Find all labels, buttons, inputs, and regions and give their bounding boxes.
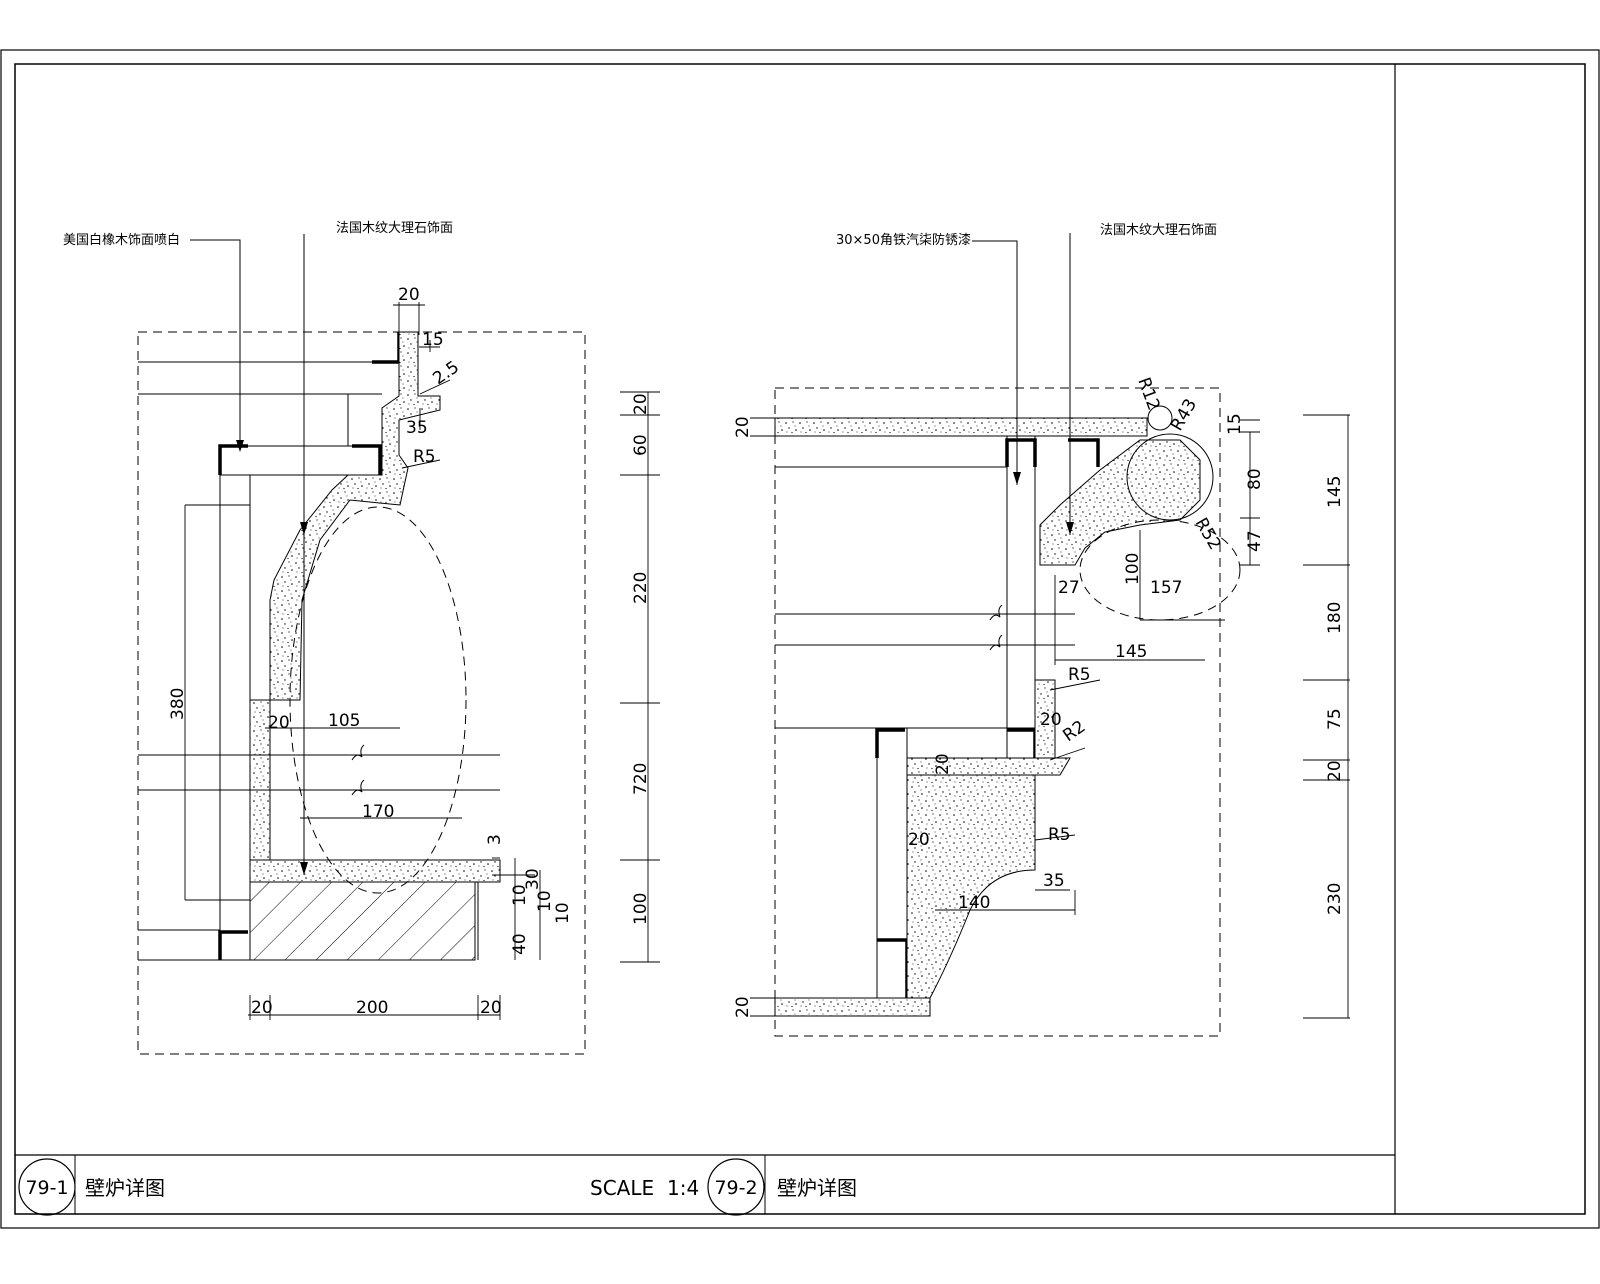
note-steel-right: 30×50角铁汽柒防锈漆 <box>836 232 971 248</box>
dim-b200-left: 200 <box>356 998 388 1018</box>
detail-79-1: 美国白橡木饰面喷白 法国木纹大理石饰面 <box>63 221 660 1055</box>
title-block: 79-1 壁炉详图 SCALE 1:4 79-2 壁炉详图 <box>18 1158 857 1216</box>
scroll-outline-right <box>1079 519 1241 621</box>
dim-35-right: 35 <box>1043 871 1065 891</box>
dim-v230-right: 230 <box>1325 883 1345 915</box>
dim-15-right: 15 <box>1225 413 1245 435</box>
note-marble-right: 法国木纹大理石饰面 <box>1100 223 1217 238</box>
break-lines-left <box>138 744 500 796</box>
dim-v145-right: 145 <box>1325 476 1345 508</box>
dim-b20b-left: 20 <box>480 998 502 1018</box>
marble-bottom-slab-right <box>774 997 931 1017</box>
dim-170-left: 170 <box>362 802 394 822</box>
note-marble-left: 法国木纹大理石饰面 <box>336 221 453 236</box>
dim-35-left: 35 <box>406 418 428 438</box>
dim-20-top-left: 20 <box>398 285 420 305</box>
dimension-lines-right <box>750 414 1350 1019</box>
detail-79-2: 30×50角铁汽柒防锈漆 法国木纹大理石饰面 <box>733 223 1350 1037</box>
dim-20b-right: 20 <box>1040 710 1062 730</box>
detail-title-left: 壁炉详图 <box>85 1176 165 1200</box>
dim-v180-right: 180 <box>1325 602 1345 634</box>
dim-v720-left: 720 <box>631 763 651 795</box>
dim-40-left: 40 <box>510 933 530 955</box>
break-lines-right <box>989 604 1003 651</box>
dim-157-right: 157 <box>1150 578 1182 598</box>
dim-140-right: 140 <box>958 893 990 913</box>
leader-arrows-right <box>1013 472 1074 535</box>
dim-2-5-left: 2.5 <box>429 357 463 389</box>
dim-3-left: 3 <box>485 834 505 845</box>
dim-80-right: 80 <box>1245 468 1265 490</box>
marble-bracket-right <box>906 774 1036 999</box>
leader-lines-right <box>972 233 1071 535</box>
dim-r5b-right: R5 <box>1048 825 1071 845</box>
dim-47-right: 47 <box>1245 530 1265 552</box>
dim-r43-right: R43 <box>1167 396 1201 435</box>
dim-105-left: 105 <box>328 711 360 731</box>
scale-label: SCALE <box>590 1176 654 1200</box>
dim-bot20-right: 20 <box>733 996 753 1018</box>
dim-v220-left: 220 <box>631 572 651 604</box>
dim-20a-left: 20 <box>268 713 290 733</box>
dim-15-left: 15 <box>422 330 444 350</box>
dimension-lines-left <box>184 302 660 1020</box>
dim-r12-right: R12 <box>1133 375 1163 413</box>
sheet-frame <box>0 49 1600 1229</box>
detail-bubble-left <box>18 1158 76 1216</box>
detail-title-right: 壁炉详图 <box>777 1176 857 1200</box>
hatched-base-left <box>249 881 476 961</box>
dim-v60-left: 60 <box>631 434 651 456</box>
dim-v20-right: 20 <box>1325 760 1345 782</box>
dim-r5a-right: R5 <box>1068 665 1091 685</box>
marble-hearth-left <box>249 859 501 883</box>
dim-10c-left: 10 <box>553 902 573 924</box>
detail-number-right: 79-2 <box>714 1177 757 1199</box>
dim-20d-right: 20 <box>908 830 930 850</box>
dim-20c-right: 20 <box>933 753 953 775</box>
dim-10b-left: 10 <box>535 890 555 912</box>
marble-corbel-right <box>1039 439 1201 566</box>
marble-mantel-left <box>269 331 441 701</box>
marble-jamb-left <box>249 699 271 861</box>
dim-b20a-left: 20 <box>251 998 273 1018</box>
dim-100-right: 100 <box>1123 553 1143 585</box>
dim-27-right: 27 <box>1058 578 1080 598</box>
note-wood-left: 美国白橡木饰面喷白 <box>63 232 180 248</box>
marble-top-slab-right <box>774 417 1148 437</box>
dim-380-left: 380 <box>168 688 188 720</box>
dim-v75-right: 75 <box>1325 708 1345 730</box>
detail-bubble-right <box>707 1158 765 1216</box>
marble-shelf-right <box>906 757 1071 776</box>
dim-145-right: 145 <box>1115 642 1147 662</box>
dim-10a-left: 10 <box>510 884 530 906</box>
dim-v100-left: 100 <box>631 893 651 925</box>
dim-r2-right: R2 <box>1059 717 1089 746</box>
leader-arrows-left <box>236 440 308 875</box>
dim-v20-left: 20 <box>631 393 651 415</box>
dim-top20-right: 20 <box>733 416 753 438</box>
dim-r5-left: R5 <box>413 447 436 467</box>
dim-30-left: 30 <box>523 868 543 890</box>
firebox-outline-left <box>289 506 467 894</box>
detail-number-left: 79-1 <box>25 1177 68 1199</box>
bead-moulding-right <box>1147 405 1173 431</box>
detail-boundary-right <box>774 387 1221 1037</box>
scale-value: 1:4 <box>667 1176 699 1200</box>
